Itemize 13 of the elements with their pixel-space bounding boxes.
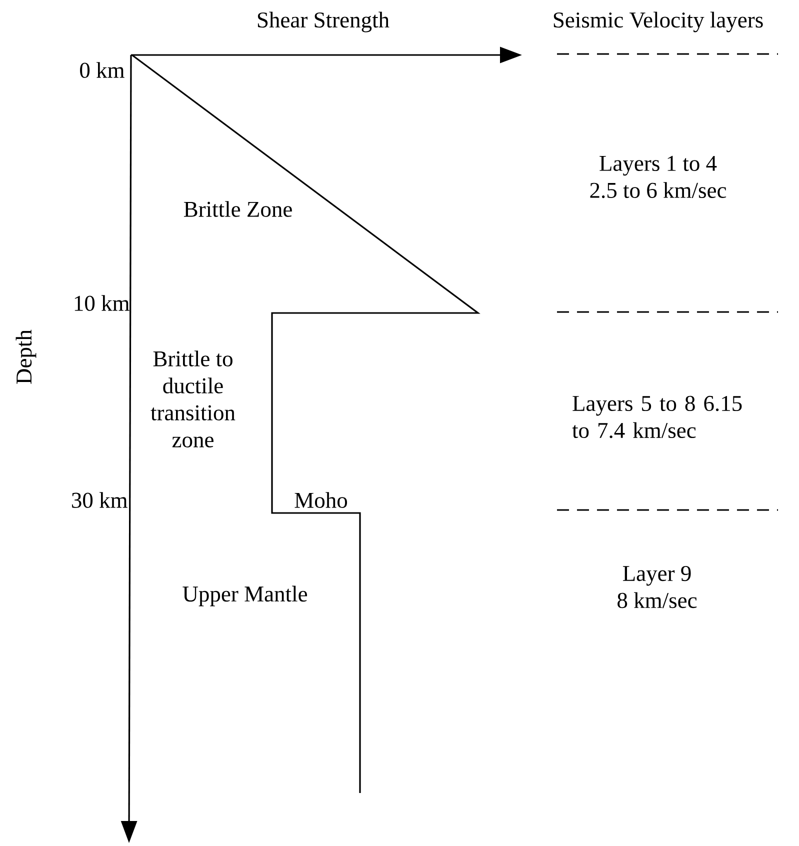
layer-note: Layers 5 to 8 6.15 to 7.4 km/sec: [572, 396, 742, 438]
layer-note: Layer 9 8 km/sec: [618, 566, 697, 608]
depth-tick-label: 30 km: [72, 492, 128, 508]
depth-tick-label: 0 km: [80, 62, 124, 78]
zone-label: Brittle Zone: [184, 201, 292, 217]
axis-title: Depth: [16, 330, 36, 384]
axis-title: Shear Strength: [258, 12, 390, 32]
boundary-label: Moho: [294, 492, 348, 508]
column-heading: Seismic Velocity layers: [554, 12, 763, 32]
zone-label: Upper Mantle: [182, 586, 308, 606]
depth-tick-label: 10 km: [74, 295, 130, 311]
zone-label: Brittle to ductile transition zone: [150, 350, 236, 448]
layer-note: Layers 1 to 4 2.5 to 6 km/sec: [590, 156, 726, 198]
